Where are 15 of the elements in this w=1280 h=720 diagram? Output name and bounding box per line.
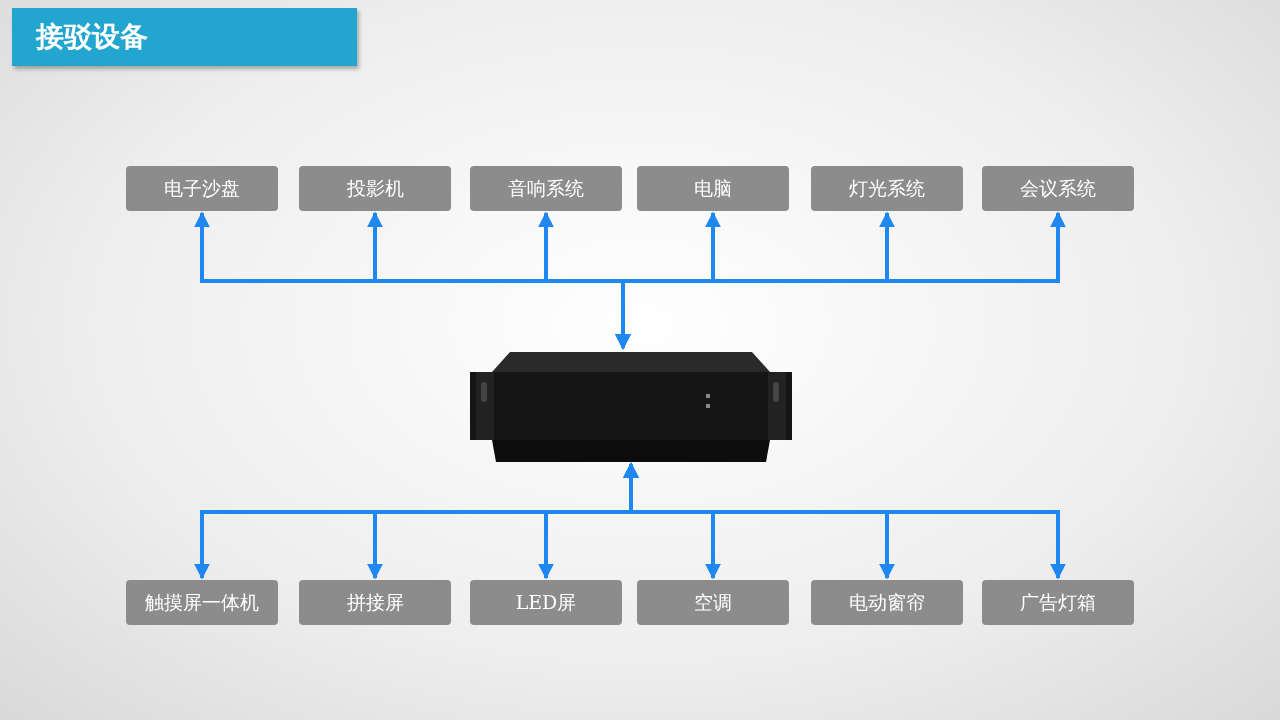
device-box: LED屏 <box>470 580 622 625</box>
device-box: 空调 <box>637 580 789 625</box>
device-box: 音响系统 <box>470 166 622 211</box>
device-box: 灯光系统 <box>811 166 963 211</box>
device-box: 电脑 <box>637 166 789 211</box>
title-banner: 接驳设备 <box>12 8 357 66</box>
device-box: 拼接屏 <box>299 580 451 625</box>
controller-drawing <box>470 350 792 462</box>
device-box: 触摸屏一体机 <box>126 580 278 625</box>
device-box: 电子沙盘 <box>126 166 278 211</box>
arrow <box>615 211 1066 350</box>
device-box: 广告灯箱 <box>982 580 1134 625</box>
device-box: 投影机 <box>299 166 451 211</box>
device-box: 电动窗帘 <box>811 580 963 625</box>
device-box: 会议系统 <box>982 166 1134 211</box>
